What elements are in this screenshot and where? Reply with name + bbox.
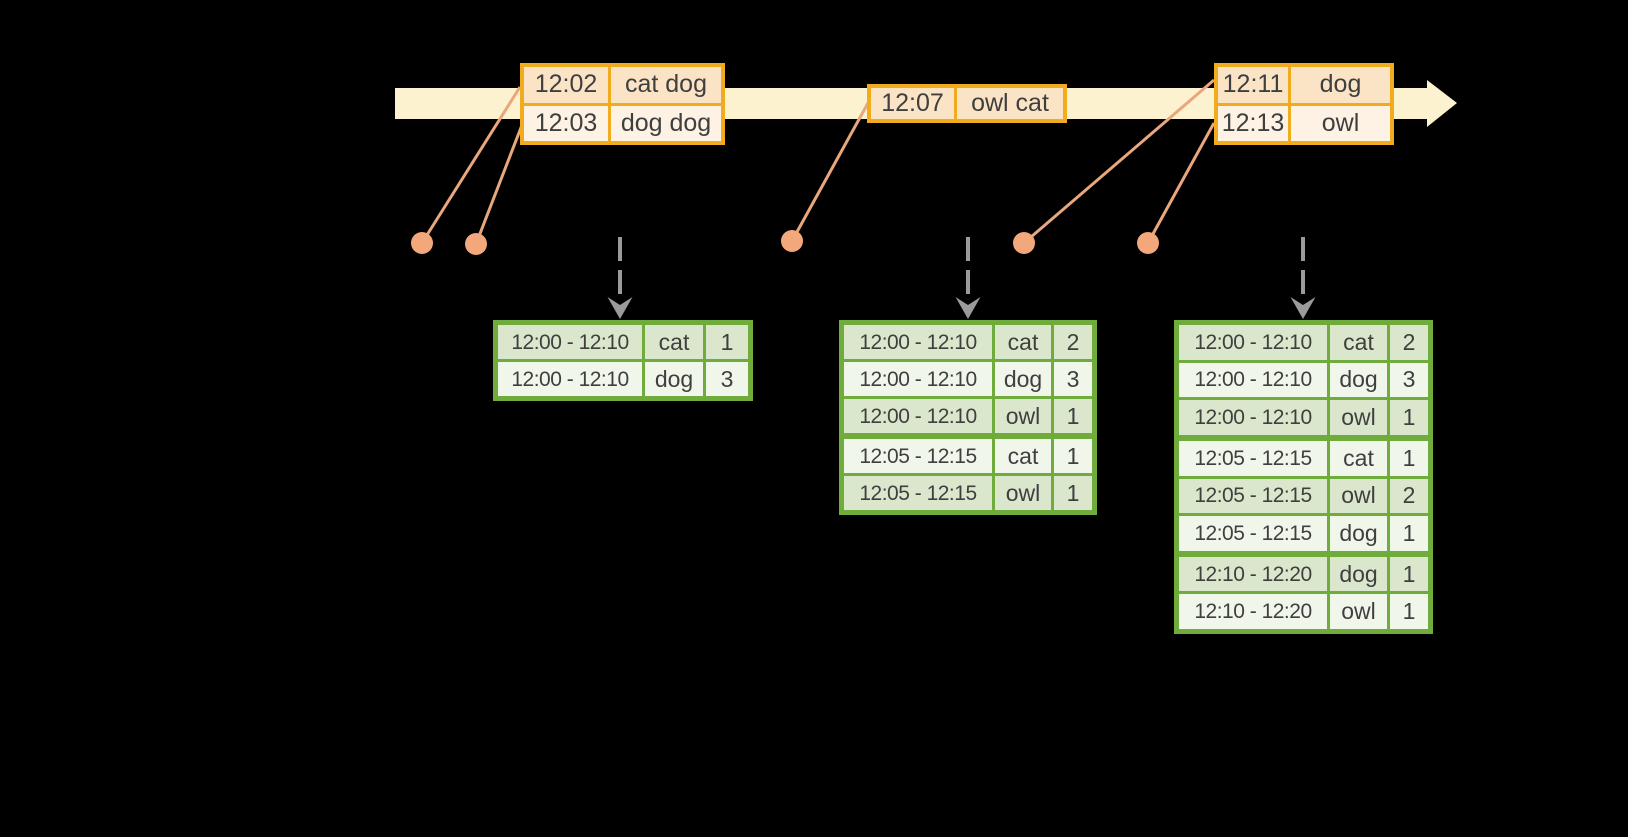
word-cell: dog xyxy=(645,362,703,396)
word-cell: cat xyxy=(1330,325,1387,360)
event-row: 12:11 dog xyxy=(1218,67,1390,103)
result-row: 12:00 - 12:10 owl 1 xyxy=(1179,400,1428,435)
event-dot xyxy=(1137,232,1159,254)
result-row: 12:00 - 12:10 dog 3 xyxy=(1179,362,1428,398)
word-cell: owl xyxy=(995,476,1051,510)
event-time-cell: 12:11 xyxy=(1218,67,1288,103)
event-dot xyxy=(781,230,803,252)
window-cell: 12:05 - 12:15 xyxy=(844,476,992,510)
window-cell: 12:00 - 12:10 xyxy=(844,362,992,396)
window-cell: 12:00 - 12:10 xyxy=(844,399,992,433)
count-cell: 1 xyxy=(706,325,748,359)
result-row: 12:05 - 12:15 dog 1 xyxy=(1179,516,1428,551)
result-table-1: 12:00 - 12:10 cat 1 12:00 - 12:10 dog 3 xyxy=(493,320,753,401)
event-table-1207: 12:07 owl cat xyxy=(867,84,1067,123)
event-words-cell: owl xyxy=(1291,105,1390,141)
event-words-cell: owl cat xyxy=(957,88,1063,119)
result-row: 12:05 - 12:15 cat 1 xyxy=(1179,440,1428,476)
count-cell: 2 xyxy=(1390,325,1428,360)
event-time-cell: 12:13 xyxy=(1218,105,1288,141)
event-time-cell: 12:02 xyxy=(524,67,608,103)
word-cell: owl xyxy=(1330,400,1387,435)
window-cell: 12:05 - 12:15 xyxy=(844,439,992,473)
word-cell: owl xyxy=(1330,478,1387,514)
trigger-arrows xyxy=(618,237,1305,300)
event-time-cell: 12:07 xyxy=(871,88,954,119)
window-cell: 12:05 - 12:15 xyxy=(1179,516,1327,551)
word-cell: owl xyxy=(995,399,1051,433)
event-time-cell: 12:03 xyxy=(524,105,608,141)
event-row: 12:02 cat dog xyxy=(524,67,721,103)
count-cell: 3 xyxy=(1054,362,1092,396)
event-words-cell: dog xyxy=(1291,67,1390,103)
event-dots xyxy=(411,230,1159,255)
event-row: 12:07 owl cat xyxy=(871,88,1063,119)
event-words-cell: dog dog xyxy=(611,105,721,141)
window-cell: 12:00 - 12:10 xyxy=(1179,362,1327,398)
result-row: 12:00 - 12:10 dog 3 xyxy=(844,362,1092,396)
count-cell: 1 xyxy=(1054,439,1092,473)
result-row: 12:00 - 12:10 cat 2 xyxy=(844,325,1092,359)
down-arrowhead-icon xyxy=(607,297,633,319)
word-cell: dog xyxy=(1330,556,1387,592)
window-cell: 12:10 - 12:20 xyxy=(1179,556,1327,592)
count-cell: 1 xyxy=(1390,516,1428,551)
word-cell: cat xyxy=(1330,440,1387,476)
word-cell: cat xyxy=(995,439,1051,473)
window-cell: 12:00 - 12:10 xyxy=(498,325,642,359)
window-cell: 12:05 - 12:15 xyxy=(1179,440,1327,476)
result-row: 12:00 - 12:10 owl 1 xyxy=(844,399,1092,433)
event-row: 12:03 dog dog xyxy=(524,105,721,141)
connector-line xyxy=(474,124,524,245)
count-cell: 2 xyxy=(1390,478,1428,514)
count-cell: 1 xyxy=(1054,476,1092,510)
count-cell: 1 xyxy=(1390,556,1428,592)
window-cell: 12:05 - 12:15 xyxy=(1179,478,1327,514)
connector-line xyxy=(1146,122,1216,244)
result-row: 12:10 - 12:20 dog 1 xyxy=(1179,556,1428,592)
count-cell: 3 xyxy=(706,362,748,396)
event-dot xyxy=(411,232,433,254)
count-cell: 1 xyxy=(1390,594,1428,629)
result-row: 12:10 - 12:20 owl 1 xyxy=(1179,594,1428,629)
result-row: 12:00 - 12:10 cat 1 xyxy=(498,325,748,359)
window-cell: 12:00 - 12:10 xyxy=(1179,400,1327,435)
result-row: 12:05 - 12:15 owl 2 xyxy=(1179,478,1428,514)
result-row: 12:00 - 12:10 dog 3 xyxy=(498,362,748,396)
word-cell: dog xyxy=(1330,516,1387,551)
count-cell: 1 xyxy=(1054,399,1092,433)
window-cell: 12:00 - 12:10 xyxy=(844,325,992,359)
window-cell: 12:00 - 12:10 xyxy=(1179,325,1327,360)
event-dot xyxy=(1013,232,1035,254)
event-words-cell: cat dog xyxy=(611,67,721,103)
result-row: 12:05 - 12:15 owl 1 xyxy=(844,476,1092,510)
word-cell: dog xyxy=(1330,362,1387,398)
window-cell: 12:10 - 12:20 xyxy=(1179,594,1327,629)
event-row: 12:13 owl xyxy=(1218,105,1390,141)
count-cell: 1 xyxy=(1390,400,1428,435)
down-arrowhead-icon xyxy=(955,297,981,319)
result-row: 12:05 - 12:15 cat 1 xyxy=(844,439,1092,473)
result-table-2: 12:00 - 12:10 cat 2 12:00 - 12:10 dog 3 … xyxy=(839,320,1097,515)
trigger-arrowheads xyxy=(607,297,1316,319)
event-table-1211: 12:11 dog 12:13 owl xyxy=(1214,63,1394,145)
count-cell: 2 xyxy=(1054,325,1092,359)
result-row: 12:00 - 12:10 cat 2 xyxy=(1179,325,1428,360)
event-table-1202: 12:02 cat dog 12:03 dog dog xyxy=(520,63,725,145)
timeline-arrowhead-icon xyxy=(1427,80,1457,127)
window-cell: 12:00 - 12:10 xyxy=(498,362,642,396)
word-cell: cat xyxy=(995,325,1051,359)
word-cell: owl xyxy=(1330,594,1387,629)
connector-line xyxy=(790,102,870,242)
count-cell: 1 xyxy=(1390,440,1428,476)
down-arrowhead-icon xyxy=(1290,297,1316,319)
word-cell: cat xyxy=(645,325,703,359)
word-cell: dog xyxy=(995,362,1051,396)
result-table-3: 12:00 - 12:10 cat 2 12:00 - 12:10 dog 3 … xyxy=(1174,320,1433,634)
count-cell: 3 xyxy=(1390,362,1428,398)
event-dot xyxy=(465,233,487,255)
